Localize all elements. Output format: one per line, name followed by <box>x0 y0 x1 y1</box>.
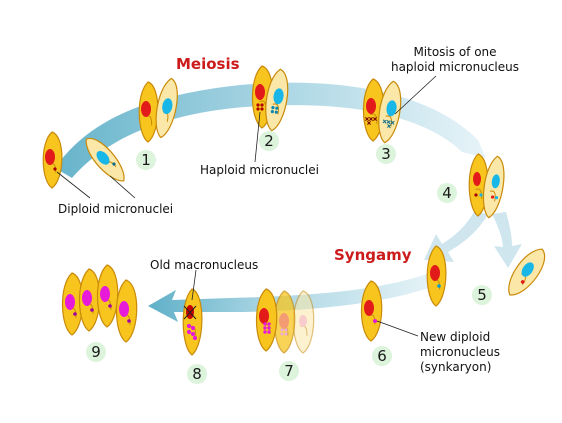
haploid-label: Haploid micronuclei <box>200 163 319 177</box>
cell-stage7 <box>255 288 278 352</box>
mitosis-leader <box>394 75 437 115</box>
cell-stage0-right <box>85 137 125 182</box>
step-badge-2: 2 <box>259 131 279 151</box>
cell-stage1-left <box>138 81 159 143</box>
old-macronucleus-leader <box>191 269 197 301</box>
cell-stage3-right <box>378 80 402 144</box>
syngamy-title: Syngamy <box>334 246 412 264</box>
step-badge-5: 5 <box>472 285 492 305</box>
cell-stage9-1 <box>61 272 84 336</box>
cell-stage9-4 <box>115 279 138 343</box>
step-badge-1: 1 <box>136 150 156 170</box>
cell-stage0-left <box>42 131 63 189</box>
diploid-leader-left <box>56 171 91 199</box>
old-macronucleus-label: Old macronucleus <box>150 258 259 272</box>
cell-stage7-ghost2 <box>292 290 315 354</box>
step-badge-8: 8 <box>187 364 207 384</box>
diploid-leader-right <box>109 175 136 199</box>
fork-arrow-right <box>492 212 522 268</box>
cell-stage9-2 <box>78 268 101 332</box>
step-badge-4: 4 <box>437 183 457 203</box>
cell-stage1-right <box>155 77 178 139</box>
cycle-arrow-bottom <box>148 272 440 322</box>
step-badge-6: 6 <box>372 346 392 366</box>
cell-stage5-right <box>508 248 545 296</box>
new-diploid-leader <box>376 320 419 337</box>
cell-stage8 <box>182 288 203 356</box>
cell-stage2-right <box>265 68 289 132</box>
step-badge-7: 7 <box>279 361 299 381</box>
mitosis-label-line2: haploid micronucleus <box>390 60 520 74</box>
new-diploid-label-line3: (synkaryon) <box>420 360 492 374</box>
step-badge-3: 3 <box>376 144 396 164</box>
step-badge-9: 9 <box>86 342 106 362</box>
meiosis-title: Meiosis <box>176 55 240 73</box>
cell-stage6 <box>360 280 383 342</box>
mitosis-label-line1: Mitosis of one <box>413 45 497 59</box>
cell-stage4-right <box>482 155 505 219</box>
cell-stage5-left <box>426 245 447 307</box>
diploid-label: Diploid micronuclei <box>58 202 174 216</box>
new-diploid-label-line2: micronucleus <box>420 345 501 359</box>
haploid-leader <box>254 111 261 163</box>
cell-stage9-3 <box>96 264 119 328</box>
cell-stage7-ghost1 <box>273 290 296 354</box>
new-diploid-label-line1: New diploid <box>420 330 491 344</box>
